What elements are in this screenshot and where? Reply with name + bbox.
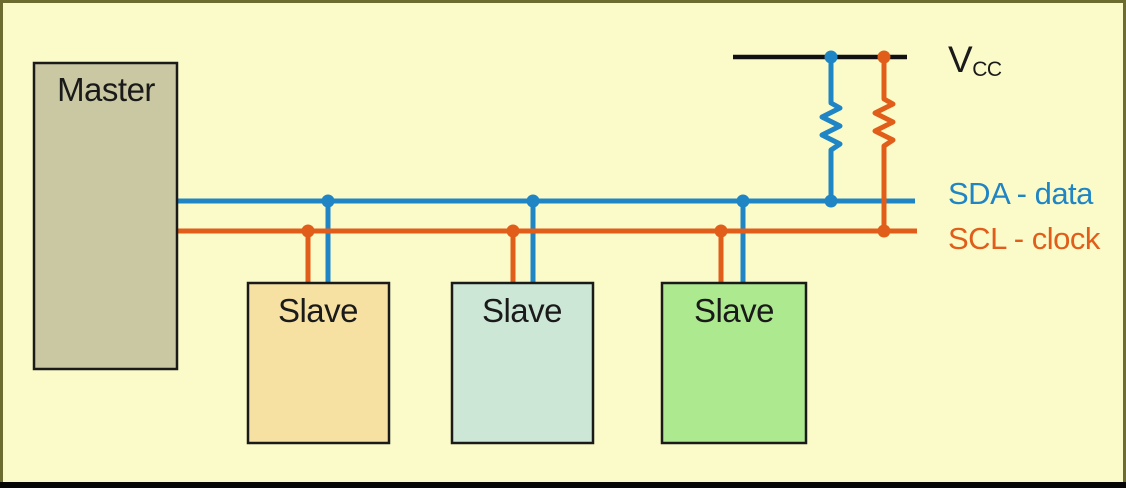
sda-pullup-resistor: [819, 54, 843, 204]
slave-box-2: [450, 281, 595, 445]
sda-junction-dot-resistor: [824, 194, 838, 208]
sda-junction-dot-slave-2: [526, 194, 540, 208]
scl-junction-dot-slave-1: [301, 224, 315, 238]
scl-junction-dot-slave-2: [506, 224, 520, 238]
slave-box-3: [660, 281, 808, 445]
scl-pullup-resistor: [872, 54, 896, 234]
bottom-letterbox-bar: [0, 482, 1126, 488]
slave-label-1: Slave: [278, 292, 358, 329]
vcc-label-main: V: [948, 39, 973, 80]
sda-junction-dot-slave-1: [321, 194, 335, 208]
vcc-label: VCC: [948, 39, 1002, 81]
scl-bus-label: SCL - clock: [948, 221, 1101, 256]
vcc-label-subscript: CC: [972, 58, 1002, 81]
sda-bus-label: SDA - data: [948, 176, 1094, 211]
master-label: Master: [57, 71, 155, 108]
slave-label-2: Slave: [482, 292, 562, 329]
vcc-junction-dot-scl: [877, 50, 891, 64]
master-box: [32, 61, 179, 371]
sda-junction-dot-slave-3: [736, 194, 750, 208]
scl-junction-dot-slave-3: [714, 224, 728, 238]
slave-label-3: Slave: [694, 292, 774, 329]
scl-junction-dot-resistor: [877, 224, 891, 238]
slave-box-1: [246, 281, 391, 445]
vcc-junction-dot-sda: [824, 50, 838, 64]
